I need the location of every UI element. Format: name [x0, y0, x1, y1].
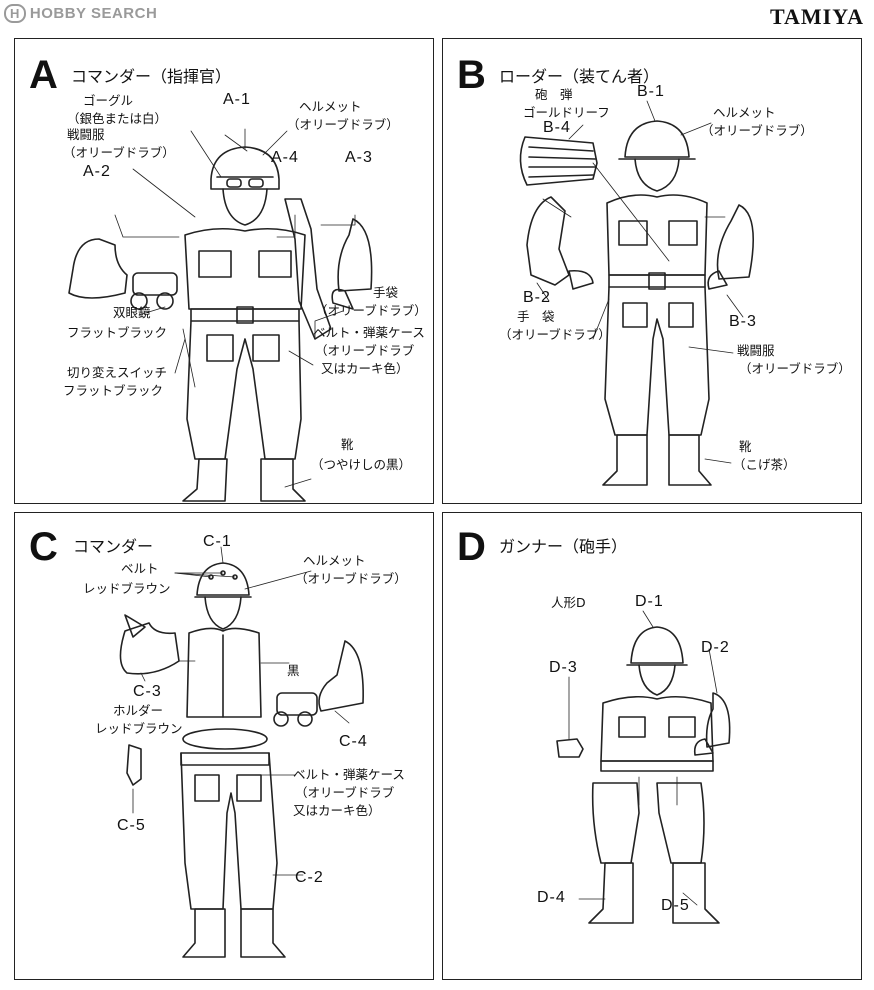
part-d4: D-4	[537, 889, 566, 906]
label-shell: 砲 弾	[535, 87, 573, 102]
label-holder-color: レッドブラウン	[95, 721, 183, 736]
label-shell-color: ゴールドリーフ	[523, 105, 610, 120]
label-binoculars-color: フラットブラック	[67, 325, 168, 340]
panel-a-letter: A	[29, 53, 58, 97]
watermark-text: HOBBY SEARCH	[29, 5, 158, 22]
label-belt: ベルト	[121, 561, 159, 576]
part-c4: C-4	[339, 733, 368, 750]
panel-d-letter: D	[457, 525, 486, 569]
part-d1: D-1	[635, 593, 664, 610]
part-d3: D-3	[549, 659, 578, 676]
label-holder: ホルダー	[113, 703, 164, 718]
part-a4: A-4	[271, 149, 299, 166]
label-belt-case-color1: （オリーブドラブ	[315, 343, 415, 358]
part-b2: B-2	[523, 289, 551, 306]
label-helmet: ヘルメット	[303, 553, 366, 568]
panel-d-title: ガンナー（砲手）	[499, 537, 628, 556]
panel-b: B ローダー（装てん者） 砲 弾 ゴールドリーフ B-4 B-1 ヘルメット （…	[442, 38, 862, 504]
label-boots-color: （つやけしの黒）	[311, 457, 412, 472]
label-binoculars: 双眼鏡	[113, 305, 151, 320]
label-combat-uniform: 戦闘服	[737, 343, 775, 358]
part-a2: A-2	[83, 163, 111, 180]
part-d2: D-2	[701, 639, 730, 656]
label-switch-color: フラットブラック	[63, 383, 164, 398]
label-helmet-color: （オリーブドラブ）	[295, 571, 407, 586]
label-helmet-color: （オリーブドラブ）	[287, 117, 399, 132]
label-combat-uniform: 戦闘服	[67, 127, 105, 142]
label-belt-color: レッドブラウン	[83, 581, 171, 596]
panel-a: A コマンダー（指揮官） A-1 A-2 A-4 A-3 ゴーグル （銀色または…	[14, 38, 434, 504]
panel-a-title: コマンダー（指揮官）	[71, 67, 232, 86]
label-goggle: ゴーグル	[83, 93, 134, 108]
figure-c-illustration	[119, 546, 364, 958]
label-helmet: ヘルメット	[713, 105, 776, 120]
label-switch: 切り変えスイッチ	[67, 365, 168, 380]
panel-b-letter: B	[457, 53, 486, 97]
part-b3: B-3	[729, 313, 757, 330]
label-gloves-color: （オリーブドラブ）	[499, 327, 611, 342]
label-combat-uniform-color: （オリーブドラブ）	[739, 361, 851, 376]
part-c2: C-2	[295, 869, 324, 886]
label-helmet: ヘルメット	[299, 99, 362, 114]
label-boots: 靴	[341, 437, 354, 452]
panel-c-title: コマンダー	[73, 537, 154, 556]
panel-c: C コマンダー C-1 ベルト レッドブラウン ヘルメット （オリーブドラブ） …	[14, 512, 434, 980]
label-figure-d: 人形D	[551, 595, 586, 610]
label-belt-case-color1: （オリーブドラブ	[295, 785, 395, 800]
figure-b-illustration	[519, 100, 754, 486]
label-belt-case: ベルト・弾薬ケース	[293, 767, 405, 782]
part-b1: B-1	[637, 83, 665, 100]
part-a3: A-3	[345, 149, 373, 166]
watermark-logo: H	[4, 4, 26, 23]
part-a1: A-1	[223, 91, 251, 108]
part-c5: C-5	[117, 817, 146, 834]
label-helmet-color: （オリーブドラブ）	[701, 123, 813, 138]
label-gloves-color: （オリーブドラブ）	[315, 303, 427, 318]
label-belt-case: ベルト・弾薬ケース	[313, 325, 425, 340]
part-b4: B-4	[543, 119, 571, 136]
label-black: 黒	[287, 663, 300, 678]
brand-logo: TAMIYA	[769, 4, 864, 29]
panel-b-title: ローダー（装てん者）	[499, 67, 660, 86]
label-belt-case-color2: 又はカーキ色）	[321, 361, 409, 376]
label-gloves: 手袋	[373, 285, 399, 300]
part-c3: C-3	[133, 683, 162, 700]
panel-d: D ガンナー（砲手） 人形D D-1 D-2 D-3 D-4 D-5	[442, 512, 862, 980]
label-boots-color: （こげ茶）	[733, 457, 796, 472]
figure-a-illustration	[68, 128, 373, 502]
part-d5: D-5	[661, 897, 690, 914]
figure-d-illustration	[556, 610, 731, 924]
label-goggle-color: （銀色または白）	[67, 111, 168, 126]
label-boots: 靴	[739, 439, 752, 454]
label-combat-uniform-color: （オリーブドラブ）	[63, 145, 175, 160]
label-belt-case-color2: 又はカーキ色）	[293, 803, 381, 818]
label-gloves: 手 袋	[517, 309, 555, 324]
part-c1: C-1	[203, 533, 232, 550]
panel-c-letter: C	[29, 525, 58, 569]
